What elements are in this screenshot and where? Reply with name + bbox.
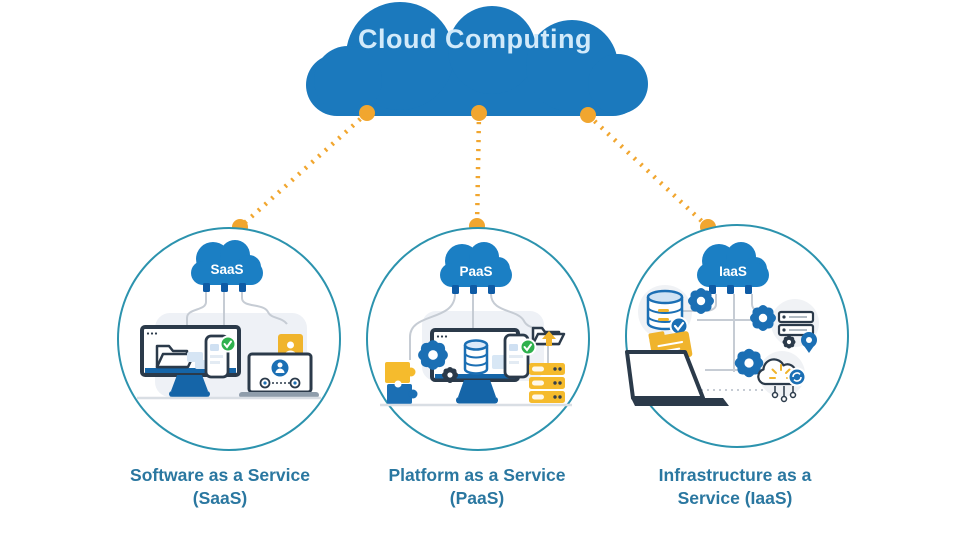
paas-badge-cloud: PaaS bbox=[440, 242, 512, 294]
smartphone-icon bbox=[204, 334, 237, 379]
smartphone-icon bbox=[503, 333, 537, 379]
desktop-monitor-icon bbox=[430, 328, 520, 404]
cloud-connector-stubs bbox=[452, 285, 495, 294]
saas-badge-cloud: SaaS bbox=[191, 240, 263, 292]
caption-iaas-line1: Infrastructure as a bbox=[658, 465, 812, 485]
database-check-icon bbox=[646, 289, 689, 336]
location-pin-icon bbox=[801, 332, 817, 353]
gear-icon bbox=[750, 305, 776, 331]
network-nodes-icon bbox=[771, 386, 797, 403]
page-title: Cloud Computing bbox=[358, 24, 592, 54]
service-circle-paas: PaaS bbox=[366, 227, 590, 451]
service-circle-saas: SaaS bbox=[117, 227, 341, 451]
saas-badge-label: SaaS bbox=[210, 262, 243, 277]
paas-badge-label: PaaS bbox=[459, 264, 492, 279]
dotted-connector-left bbox=[238, 111, 369, 229]
caption-paas: Platform as a Service (PaaS) bbox=[327, 464, 627, 510]
connector-endpoint-dots bbox=[232, 105, 716, 235]
laptop-icon bbox=[239, 352, 319, 398]
clipboard-laptop-icon bbox=[625, 331, 729, 406]
caption-paas-line1: Platform as a Service bbox=[388, 465, 566, 485]
caption-saas-line2: (SaaS) bbox=[192, 488, 248, 508]
gear-icon bbox=[734, 348, 764, 378]
caption-saas-line1: Software as a Service bbox=[130, 465, 310, 485]
cloud-connector-stubs bbox=[709, 285, 752, 294]
caption-iaas: Infrastructure as a Service (IaaS) bbox=[585, 464, 885, 510]
caption-saas: Software as a Service (SaaS) bbox=[70, 464, 370, 510]
iaas-badge-label: IaaS bbox=[719, 264, 747, 279]
cloud-connector-stubs bbox=[203, 283, 246, 292]
sync-cloud-icon bbox=[757, 358, 807, 403]
dotted-connector-middle bbox=[474, 112, 482, 227]
gear-icon-small bbox=[782, 335, 796, 349]
share-network-icon bbox=[259, 359, 301, 389]
database-icon bbox=[463, 339, 489, 375]
check-badge-icon bbox=[219, 335, 237, 353]
dotted-connector-right bbox=[586, 113, 710, 229]
check-badge-icon bbox=[519, 338, 537, 356]
gear-icon-small bbox=[441, 366, 459, 384]
iaas-badge-cloud: IaaS bbox=[697, 242, 769, 294]
puzzle-icon bbox=[385, 362, 418, 404]
caption-paas-line2: (PaaS) bbox=[449, 488, 505, 508]
service-circle-iaas: IaaS bbox=[625, 224, 849, 448]
gear-icon bbox=[688, 288, 714, 314]
server-stack-icon bbox=[529, 363, 565, 403]
caption-iaas-line2: Service (IaaS) bbox=[677, 488, 793, 508]
server-rack-icon bbox=[777, 310, 817, 353]
gear-icon bbox=[418, 340, 448, 370]
cloud-computing-cloud bbox=[306, 2, 648, 116]
upload-folder-icon bbox=[531, 326, 566, 346]
